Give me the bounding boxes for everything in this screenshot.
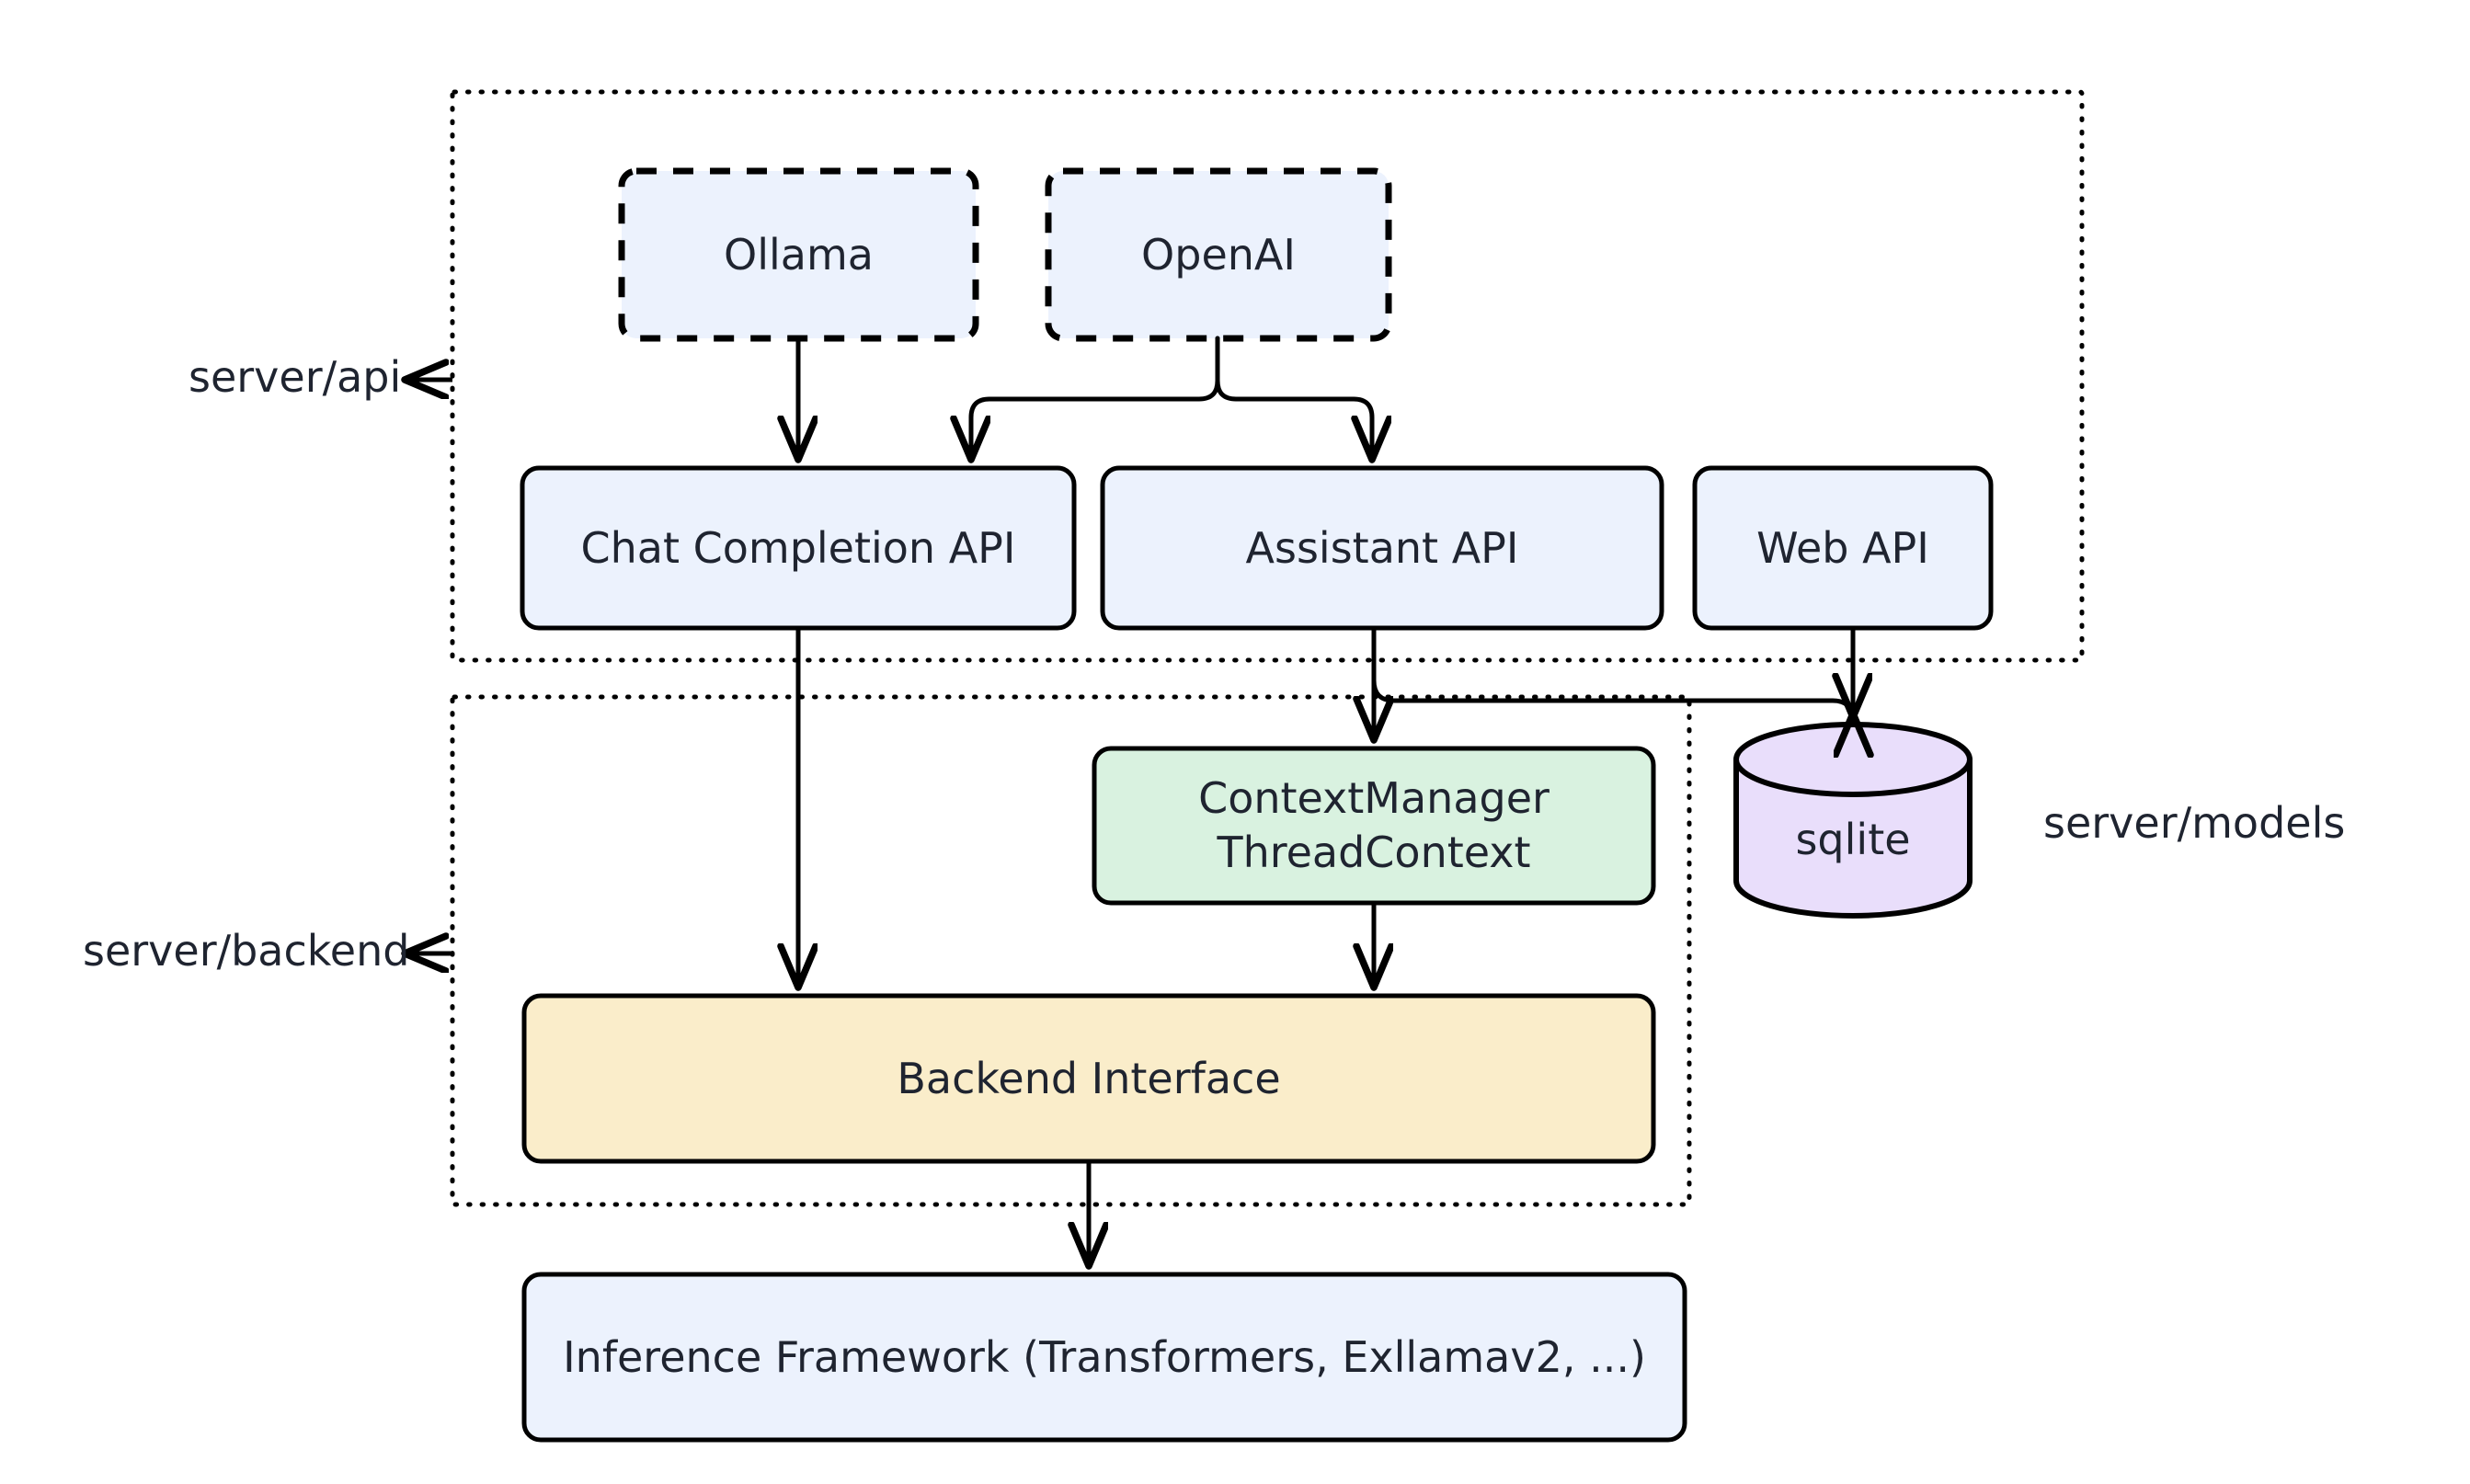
group-label-server-backend: server/backend xyxy=(83,926,410,976)
edge-openai-to-assistant-api xyxy=(1215,336,1372,458)
node-ollama-shape[interactable] xyxy=(618,167,979,342)
node-chat-completion-api-shape[interactable] xyxy=(520,465,1077,631)
group-server-api-border xyxy=(450,89,2085,663)
group-label-server-models: server/models xyxy=(2043,798,2346,848)
node-inference-framework-shape[interactable] xyxy=(521,1272,1687,1443)
node-sqlite-shape[interactable] xyxy=(1733,722,1973,919)
node-openai-shape[interactable] xyxy=(1045,167,1392,342)
edge-openai-to-chat-completion-api xyxy=(971,336,1220,458)
group-label-server-api: server/api xyxy=(189,352,402,402)
group-server-backend-border xyxy=(450,694,1692,1207)
node-backend-interface-shape[interactable] xyxy=(521,993,1656,1164)
node-context-manager-shape[interactable] xyxy=(1092,746,1656,906)
node-assistant-api-shape[interactable] xyxy=(1100,465,1664,631)
edge-assistant-api-to-sqlite xyxy=(1371,625,1853,721)
node-web-api-shape[interactable] xyxy=(1692,465,1994,631)
